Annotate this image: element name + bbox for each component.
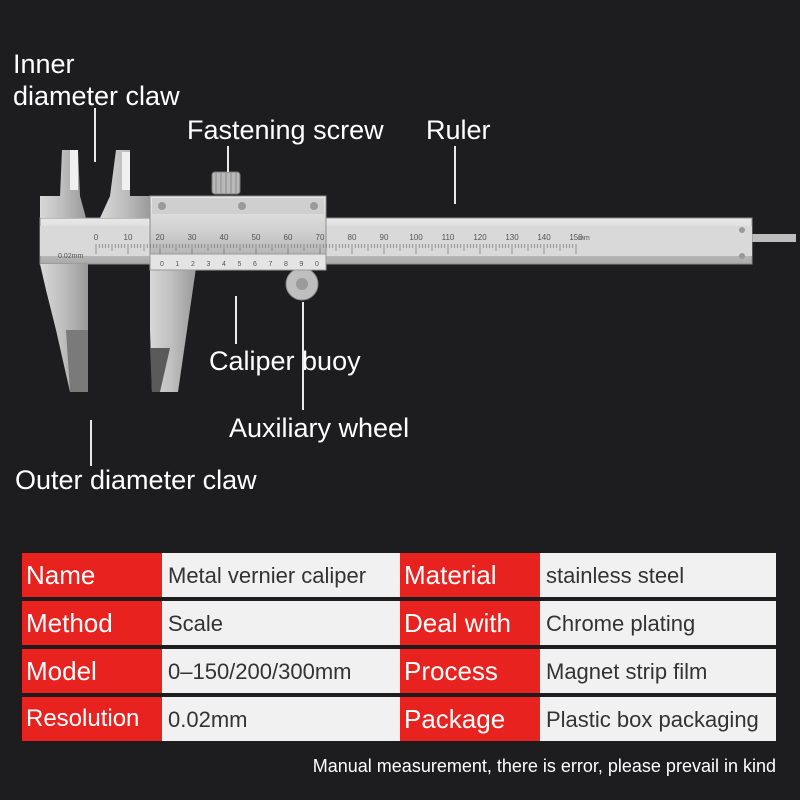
vernier-tick-label: 3: [207, 261, 211, 268]
scale-tick-label: 30: [188, 233, 197, 242]
label-inner-claw-line2: diameter claw: [13, 81, 180, 111]
scale-tick-label: 130: [505, 233, 519, 242]
vernier-tick-label: 1: [176, 261, 180, 268]
resolution-mark: 0.02mm: [58, 253, 83, 260]
spec-key: Name: [22, 553, 162, 597]
spec-value: 0.02mm: [162, 697, 400, 741]
inner-claw-fixed: [40, 150, 86, 218]
label-outer-claw: Outer diameter claw: [15, 465, 257, 495]
scale-tick-label: 100: [409, 233, 423, 242]
scale-tick-label: 90: [380, 233, 389, 242]
spec-value: Scale: [162, 601, 400, 645]
spec-key: Process: [400, 649, 540, 693]
label-inner-claw: Inner diameter claw: [13, 48, 180, 112]
spec-value: Plastic box packaging: [540, 697, 776, 741]
scale-tick-label: 20: [156, 233, 165, 242]
leader-auxiliary-wheel: [302, 302, 304, 410]
spec-value: Metal vernier caliper: [162, 553, 400, 597]
label-fastening-screw: Fastening screw: [187, 115, 384, 145]
vernier-tick-label: 9: [300, 261, 304, 268]
leader-fastening-screw: [227, 146, 229, 172]
scale-tick-label: 80: [348, 233, 357, 242]
scale-tick-label: 70: [316, 233, 325, 242]
scale-tick-label: 120: [473, 233, 487, 242]
leader-inner-claw: [94, 108, 96, 162]
spec-key: Model: [22, 649, 162, 693]
spec-key: Deal with: [400, 601, 540, 645]
scale-tick-label: 40: [220, 233, 229, 242]
scale-tick-label: 140: [537, 233, 551, 242]
depth-rod: [748, 234, 796, 242]
label-caliper-buoy: Caliper buoy: [209, 346, 361, 376]
unit-mark: mm: [578, 235, 590, 242]
vernier-tick-label: 6: [253, 261, 257, 268]
spec-table: Name Metal vernier caliper Material stai…: [22, 553, 776, 745]
vernier-tick-labels: 0 1 2 3 4 5 6 7 8 9 0: [160, 261, 319, 268]
spec-value: Chrome plating: [540, 601, 776, 645]
vernier-tick-label: 0: [315, 261, 319, 268]
label-auxiliary-wheel: Auxiliary wheel: [229, 413, 410, 443]
spec-row: Name Metal vernier caliper Material stai…: [22, 553, 776, 597]
scale-tick-label: 60: [284, 233, 293, 242]
vernier-scale: [149, 253, 327, 271]
vernier-tick-label: 5: [238, 261, 242, 268]
spec-value: stainless steel: [540, 553, 776, 597]
disclaimer-note: Manual measurement, there is error, plea…: [312, 756, 776, 776]
scale-tick-label: 10: [124, 233, 133, 242]
leader-ruler: [454, 146, 456, 204]
spec-row: Model 0–150/200/300mm Process Magnet str…: [22, 649, 776, 693]
spec-row: Method Scale Deal with Chrome plating: [22, 601, 776, 645]
spec-key: Method: [22, 601, 162, 645]
vernier-tick-label: 2: [191, 261, 195, 268]
scale-tick-label: 0: [94, 233, 99, 242]
label-inner-claw-line1: Inner: [13, 49, 75, 79]
vernier-tick-label: 7: [269, 261, 273, 268]
vernier-tick-label: 4: [222, 261, 226, 268]
spec-key: Resolution: [22, 697, 162, 741]
leader-caliper-buoy: [235, 296, 237, 344]
spec-key: Material: [400, 553, 540, 597]
leader-outer-claw: [90, 420, 92, 466]
vernier-tick-label: 8: [284, 261, 288, 268]
main-scale-ticks: 0 10 20 30 40 50 60 70 80 90 100 110 120 130 140 150: [94, 233, 583, 254]
spec-value: 0–150/200/300mm: [162, 649, 400, 693]
label-ruler: Ruler: [426, 115, 491, 145]
spec-row: Resolution 0.02mm Package Plastic box pa…: [22, 697, 776, 741]
vernier-tick-label: 0: [160, 261, 164, 268]
scale-tick-label: 110: [442, 233, 455, 242]
spec-value: Magnet strip film: [540, 649, 776, 693]
scale-tick-label: 150: [569, 233, 583, 242]
spec-key: Package: [400, 697, 540, 741]
scale-tick-label: 50: [252, 233, 261, 242]
